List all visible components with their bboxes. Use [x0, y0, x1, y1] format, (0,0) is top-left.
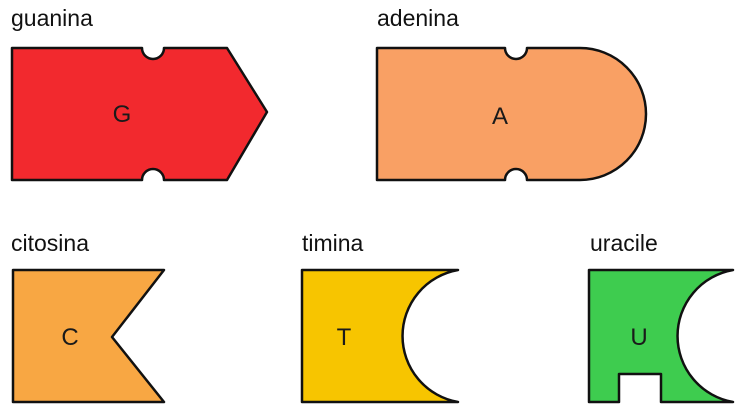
adenina-letter: A	[492, 103, 508, 130]
timina-letter: T	[337, 324, 352, 351]
label-uracile: uracile	[590, 230, 658, 256]
guanina-letter: G	[113, 101, 132, 128]
citosina-letter: C	[61, 324, 78, 351]
uracile-shape	[587, 268, 735, 404]
label-adenina: adenina	[377, 5, 459, 31]
label-citosina: citosina	[11, 230, 89, 256]
citosina-shape	[11, 268, 166, 404]
adenina-shape	[375, 46, 648, 182]
uracile-letter: U	[630, 324, 647, 351]
label-timina: timina	[302, 230, 364, 256]
label-guanina: guanina	[11, 5, 93, 31]
guanina-shape	[10, 46, 269, 182]
timina-shape	[300, 268, 460, 404]
